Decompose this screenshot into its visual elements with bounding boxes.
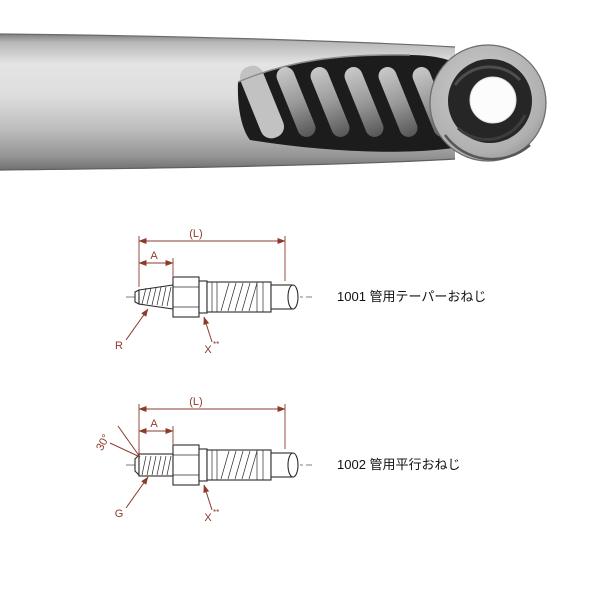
thread-designation-1002: G — [115, 476, 149, 520]
fitting-diagram-1002: (L) A — [94, 396, 460, 524]
thread-designation-1001: R — [115, 308, 149, 352]
dim-overall-length-1002: (L) — [138, 396, 286, 455]
chamfer-angle-1002: 30° — [94, 425, 141, 458]
x-dimension-1002: X ** — [203, 484, 219, 524]
thread-length-label: A — [150, 250, 158, 262]
hose-stub-end — [287, 452, 299, 478]
diagram-caption-1001: 1001 管用テーパーおねじ — [337, 289, 486, 304]
x-dimension-1001: X ** — [203, 316, 219, 356]
x-dim-superscript: ** — [213, 508, 219, 517]
x-dim-label: X — [204, 512, 212, 524]
thread-tip — [134, 289, 140, 305]
hex-nut — [172, 444, 200, 486]
hex-nut-facets — [173, 454, 199, 476]
overall-length-label: (L) — [189, 396, 202, 408]
fitting-drawing-1001 — [126, 276, 312, 318]
fitting-diagram-1001: (L) A — [115, 228, 486, 356]
thread-hatch — [141, 286, 172, 307]
dim-thread-length-1001: A — [138, 250, 174, 276]
thread-designation-label: R — [115, 340, 123, 352]
diagram-caption-1002: 1002 管用平行おねじ — [337, 457, 461, 472]
hex-nut — [172, 276, 200, 318]
hose-end-cross-section — [429, 44, 547, 162]
overall-length-label: (L) — [189, 228, 202, 240]
hex-nut-facets — [173, 286, 199, 308]
thread-length-label: A — [150, 418, 158, 430]
collar — [198, 280, 208, 314]
thread-designation-label: G — [115, 508, 124, 520]
hose-bottom-edge — [0, 158, 456, 171]
chamfer-angle-label: 30° — [94, 432, 112, 452]
fitting-drawing-1002 — [126, 444, 312, 486]
dim-thread-length-1002: A — [138, 418, 174, 444]
x-dim-superscript: ** — [213, 340, 219, 349]
thread-tip — [134, 453, 140, 477]
socket-detail — [211, 450, 264, 480]
hose-cutaway-photo — [0, 33, 547, 171]
socket-detail — [211, 282, 264, 312]
hose-stub-end — [287, 284, 299, 310]
thread-hatch — [141, 455, 172, 476]
collar — [198, 448, 208, 482]
x-dim-label: X — [204, 344, 212, 356]
hose-top-edge — [0, 33, 456, 48]
dim-overall-length-1001: (L) — [138, 228, 286, 287]
